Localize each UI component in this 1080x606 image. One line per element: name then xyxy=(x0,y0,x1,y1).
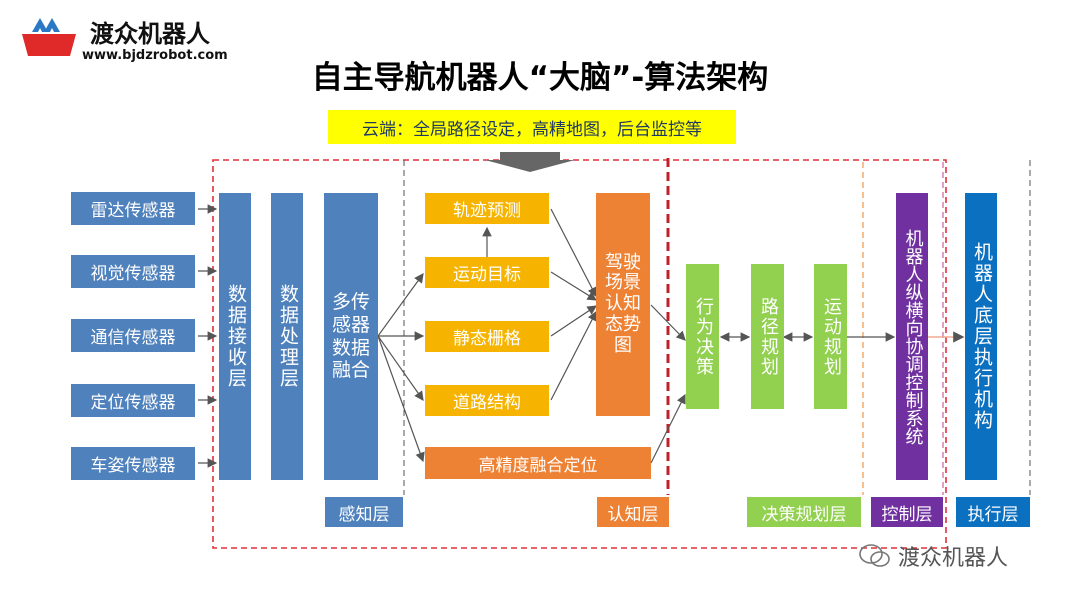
data-process-layer: 数据处理层 xyxy=(271,193,303,480)
sensor-positioning: 定位传感器 xyxy=(71,384,195,417)
tag-perception: 感知层 xyxy=(325,497,403,527)
sensor-radar: 雷达传感器 xyxy=(71,192,195,225)
brand-name: 渡众机器人 xyxy=(90,20,210,48)
brand-url: www.bjdzrobot.com xyxy=(82,48,228,63)
behavior-decision: 行为决策 xyxy=(686,264,719,409)
watermark: 渡众机器人 xyxy=(858,540,1008,572)
control-system: 机器人纵横向协调控制系统 xyxy=(896,193,928,480)
tag-execution: 执行层 xyxy=(956,497,1030,527)
tag-control: 控制层 xyxy=(871,497,943,527)
cloud-down-arrow xyxy=(485,152,575,172)
module-hd-localization: 高精度融合定位 xyxy=(425,447,651,479)
module-motion-target: 运动目标 xyxy=(425,257,549,288)
path-planning: 路径规划 xyxy=(751,264,784,409)
brand-logo-icon xyxy=(18,12,80,62)
module-trajectory-prediction: 轨迹预测 xyxy=(425,193,549,224)
sensor-fusion: 多传 感器 数据 融合 xyxy=(324,193,378,480)
module-static-grid: 静态栅格 xyxy=(425,321,549,352)
sensor-attitude: 车姿传感器 xyxy=(71,447,195,480)
sensor-vision: 视觉传感器 xyxy=(71,255,195,288)
data-receive-layer: 数据接收层 xyxy=(219,193,251,480)
motion-planning: 运动规划 xyxy=(814,264,847,409)
tag-cognition: 认知层 xyxy=(597,497,669,527)
module-road-structure: 道路结构 xyxy=(425,385,549,416)
execution-mechanism: 机器人底层执行机构 xyxy=(965,193,997,480)
wechat-icon xyxy=(858,542,892,570)
cloud-banner: 云端：全局路径设定，高精地图，后台监控等 xyxy=(328,110,736,144)
page-title: 自主导航机器人“大脑”-算法架构 xyxy=(311,60,769,96)
tag-planning: 决策规划层 xyxy=(747,497,861,527)
sensor-comm: 通信传感器 xyxy=(71,319,195,352)
watermark-text: 渡众机器人 xyxy=(898,546,1009,571)
scene-cognition-map: 驾驶场景认知态势图 xyxy=(596,193,650,416)
